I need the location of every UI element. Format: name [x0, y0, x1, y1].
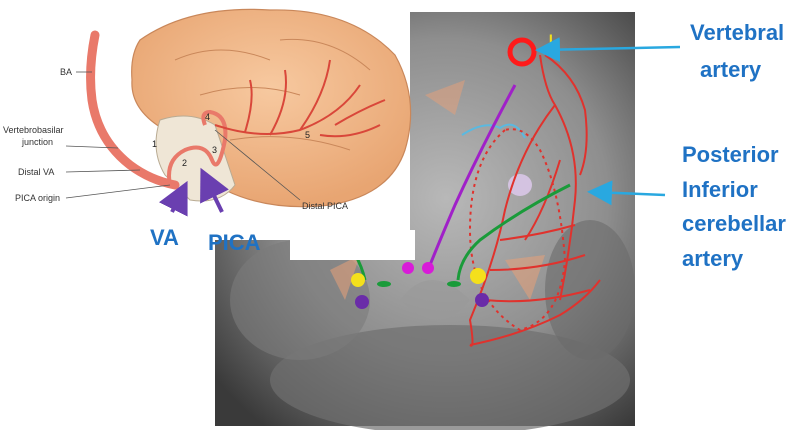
label-pica: PICA	[208, 230, 261, 255]
vertebral-artery-marker	[507, 37, 537, 67]
nuclei-dots	[351, 262, 489, 309]
ba-va-vessel	[86, 30, 180, 190]
side-marker-label: L	[548, 30, 560, 55]
segment-number-3: 3	[212, 145, 217, 155]
pica-vessels	[468, 54, 601, 347]
pointer-arrows-purple	[158, 167, 229, 217]
label-pica-line2: Inferior	[682, 177, 758, 202]
pica-loop	[167, 109, 228, 186]
purple-tract	[428, 84, 517, 266]
label-pica-origin: PICA origin	[15, 193, 60, 203]
label-pica-line1: Posterior	[682, 142, 779, 167]
label-distal-pica: Distal PICA	[302, 201, 348, 211]
label-vertebral-line2: artery	[700, 57, 762, 82]
pica-territory-outline	[468, 128, 567, 332]
callout-arrows-blue	[535, 37, 681, 206]
label-va: VA	[150, 225, 179, 250]
segment-number-4: 4	[205, 112, 210, 122]
inset-illustration: BA Vertebrobasilar junction Distal VA PI…	[0, 0, 415, 260]
segment-number-1: 1	[152, 139, 157, 149]
label-distal-va: Distal VA	[18, 167, 54, 177]
label-vertebral-line1: Vertebral	[690, 20, 784, 45]
label-pica-line3: cerebellar	[682, 211, 786, 236]
mri-scan	[215, 12, 635, 430]
label-vb-junction-line1: Vertebrobasilar	[3, 125, 64, 135]
label-vb-junction-line2: junction	[21, 137, 53, 147]
segment-number-5: 5	[305, 130, 310, 140]
segment-number-2: 2	[182, 158, 187, 168]
label-ba: BA	[60, 67, 72, 77]
label-pica-line4: artery	[682, 246, 744, 271]
